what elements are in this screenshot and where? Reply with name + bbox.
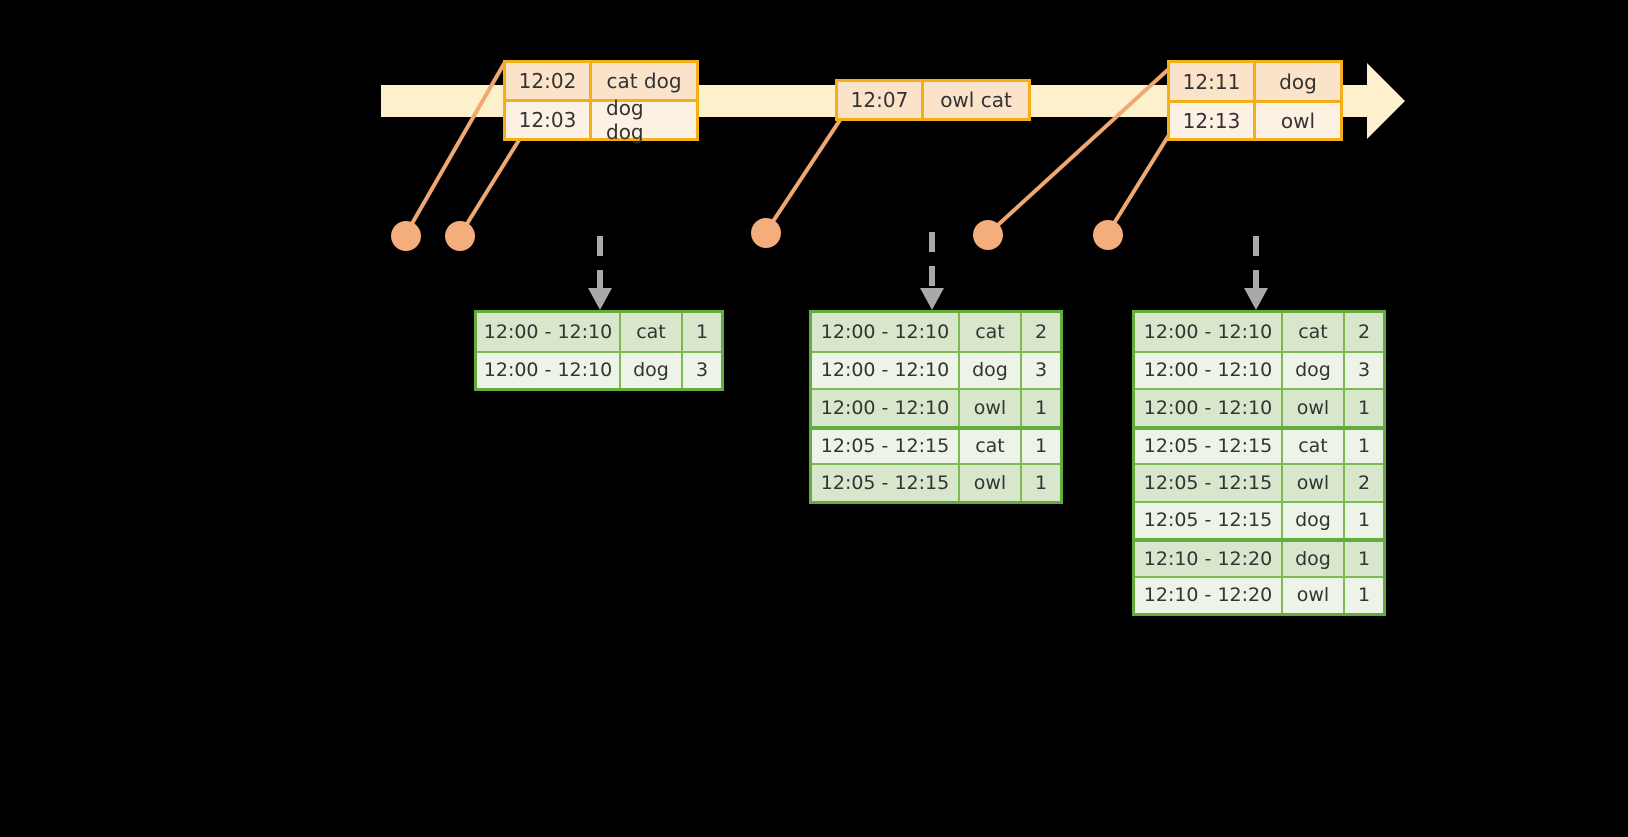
event-dots — [391, 218, 1123, 251]
connector-12-07 — [764, 118, 842, 234]
connector-12-03 — [458, 130, 526, 237]
word-cell: cat — [1283, 313, 1345, 351]
count-cell: 2 — [1357, 471, 1371, 494]
event-time: 12:02 — [506, 63, 592, 99]
event-time: 12:03 — [506, 102, 592, 138]
event-box-2: 12:07 owl cat — [835, 79, 1031, 121]
event-dot-5 — [1093, 220, 1123, 250]
window-cell: 12:00 - 12:10 — [1135, 390, 1283, 426]
word-cell: cat — [960, 429, 1022, 463]
table-row: 12:00 - 12:10 owl 1 — [812, 388, 1060, 426]
table-row: 12:10 - 12:20 owl 1 — [1135, 575, 1383, 613]
word-cell: dog — [1283, 352, 1345, 388]
word-cell: cat — [960, 313, 1022, 351]
event-words: dog — [1279, 69, 1317, 94]
window-cell: 12:10 - 12:20 — [1135, 542, 1283, 576]
count-cell: 1 — [1357, 435, 1371, 458]
event-dot-2 — [445, 221, 475, 251]
window-cell: 12:00 - 12:10 — [477, 313, 621, 351]
count-cell: 3 — [695, 359, 709, 382]
word-cell: owl — [1283, 577, 1345, 613]
table-row: 12:00 - 12:10 dog 3 — [812, 350, 1060, 388]
window-cell: 12:05 - 12:15 — [1135, 429, 1283, 463]
count-cell: 3 — [1357, 359, 1371, 382]
window-cell: 12:05 - 12:15 — [812, 465, 960, 501]
count-cell: 1 — [1357, 509, 1371, 532]
table-row: 12:05 - 12:15 cat 1 — [1135, 425, 1383, 463]
event-row: 12:11 dog — [1170, 63, 1340, 101]
word-cell: owl — [960, 465, 1022, 501]
table-row: 12:00 - 12:10 dog 3 — [1135, 350, 1383, 388]
emit-arrows — [588, 232, 1268, 310]
event-row: 12:07 owl cat — [838, 82, 1028, 118]
count-cell: 1 — [1357, 396, 1371, 419]
table-row: 12:05 - 12:15 cat 1 — [812, 425, 1060, 463]
window-cell: 12:00 - 12:10 — [1135, 313, 1283, 351]
event-words: owl — [1280, 108, 1316, 133]
event-dot-3 — [751, 218, 781, 248]
window-cell: 12:00 - 12:10 — [477, 352, 621, 388]
event-words: dog dog — [606, 96, 644, 144]
table-row: 12:00 - 12:10 cat 2 — [1135, 313, 1383, 351]
event-dot-4 — [973, 220, 1003, 250]
word-cell: owl — [1283, 390, 1345, 426]
table-row: 12:00 - 12:10 owl 1 — [1135, 388, 1383, 426]
emit-arrow-1 — [588, 236, 612, 310]
word-cell: cat — [1283, 429, 1345, 463]
count-cell: 3 — [1034, 359, 1048, 382]
word-cell: owl — [1283, 465, 1345, 501]
event-words: cat dog — [606, 69, 682, 93]
word-cell: cat — [621, 313, 683, 351]
count-cell: 2 — [1034, 320, 1048, 343]
event-dot-1 — [391, 221, 421, 251]
event-row: 12:03 dog dog — [506, 96, 696, 144]
window-cell: 12:05 - 12:15 — [1135, 502, 1283, 538]
word-cell: dog — [621, 352, 683, 388]
table-row: 12:00 - 12:10 cat 2 — [812, 313, 1060, 351]
event-time: 12:11 — [1170, 63, 1256, 101]
event-box-1: 12:02 cat dog 12:03 dog dog — [503, 60, 699, 144]
window-cell: 12:00 - 12:10 — [812, 352, 960, 388]
emit-arrow-3 — [1244, 236, 1268, 310]
word-cell: dog — [1283, 502, 1345, 538]
word-cell: dog — [960, 352, 1022, 388]
table-row: 12:00 - 12:10 cat 1 — [477, 313, 721, 351]
event-row: 12:13 owl — [1170, 100, 1340, 138]
count-cell: 1 — [695, 320, 709, 343]
event-words: owl cat — [940, 88, 1012, 112]
table-row: 12:10 - 12:20 dog 1 — [1135, 538, 1383, 576]
result-table-3: 12:00 - 12:10 cat 2 12:00 - 12:10 dog 3 … — [1132, 310, 1386, 616]
event-row: 12:02 cat dog — [506, 63, 696, 99]
window-cell: 12:00 - 12:10 — [812, 313, 960, 351]
table-row: 12:05 - 12:15 owl 1 — [812, 463, 1060, 501]
count-cell: 1 — [1357, 547, 1371, 570]
event-time: 12:07 — [838, 82, 924, 118]
table-row: 12:05 - 12:15 dog 1 — [1135, 500, 1383, 538]
window-cell: 12:00 - 12:10 — [1135, 352, 1283, 388]
result-table-2: 12:00 - 12:10 cat 2 12:00 - 12:10 dog 3 … — [809, 310, 1063, 504]
window-cell: 12:10 - 12:20 — [1135, 577, 1283, 613]
count-cell: 1 — [1357, 584, 1371, 607]
window-cell: 12:05 - 12:15 — [812, 429, 960, 463]
table-row: 12:05 - 12:15 owl 2 — [1135, 463, 1383, 501]
connector-12-13 — [1106, 128, 1174, 235]
window-cell: 12:05 - 12:15 — [1135, 465, 1283, 501]
emit-arrow-2 — [920, 232, 944, 310]
event-box-3: 12:11 dog 12:13 owl — [1167, 60, 1343, 141]
table-row: 12:00 - 12:10 dog 3 — [477, 350, 721, 388]
count-cell: 1 — [1034, 435, 1048, 458]
word-cell: owl — [960, 390, 1022, 426]
connector-12-02 — [404, 60, 507, 236]
word-cell: dog — [1283, 542, 1345, 576]
count-cell: 1 — [1034, 471, 1048, 494]
window-cell: 12:00 - 12:10 — [812, 390, 960, 426]
count-cell: 2 — [1357, 320, 1371, 343]
event-time: 12:13 — [1170, 103, 1256, 138]
count-cell: 1 — [1034, 396, 1048, 419]
result-table-1: 12:00 - 12:10 cat 1 12:00 - 12:10 dog 3 — [474, 310, 724, 391]
